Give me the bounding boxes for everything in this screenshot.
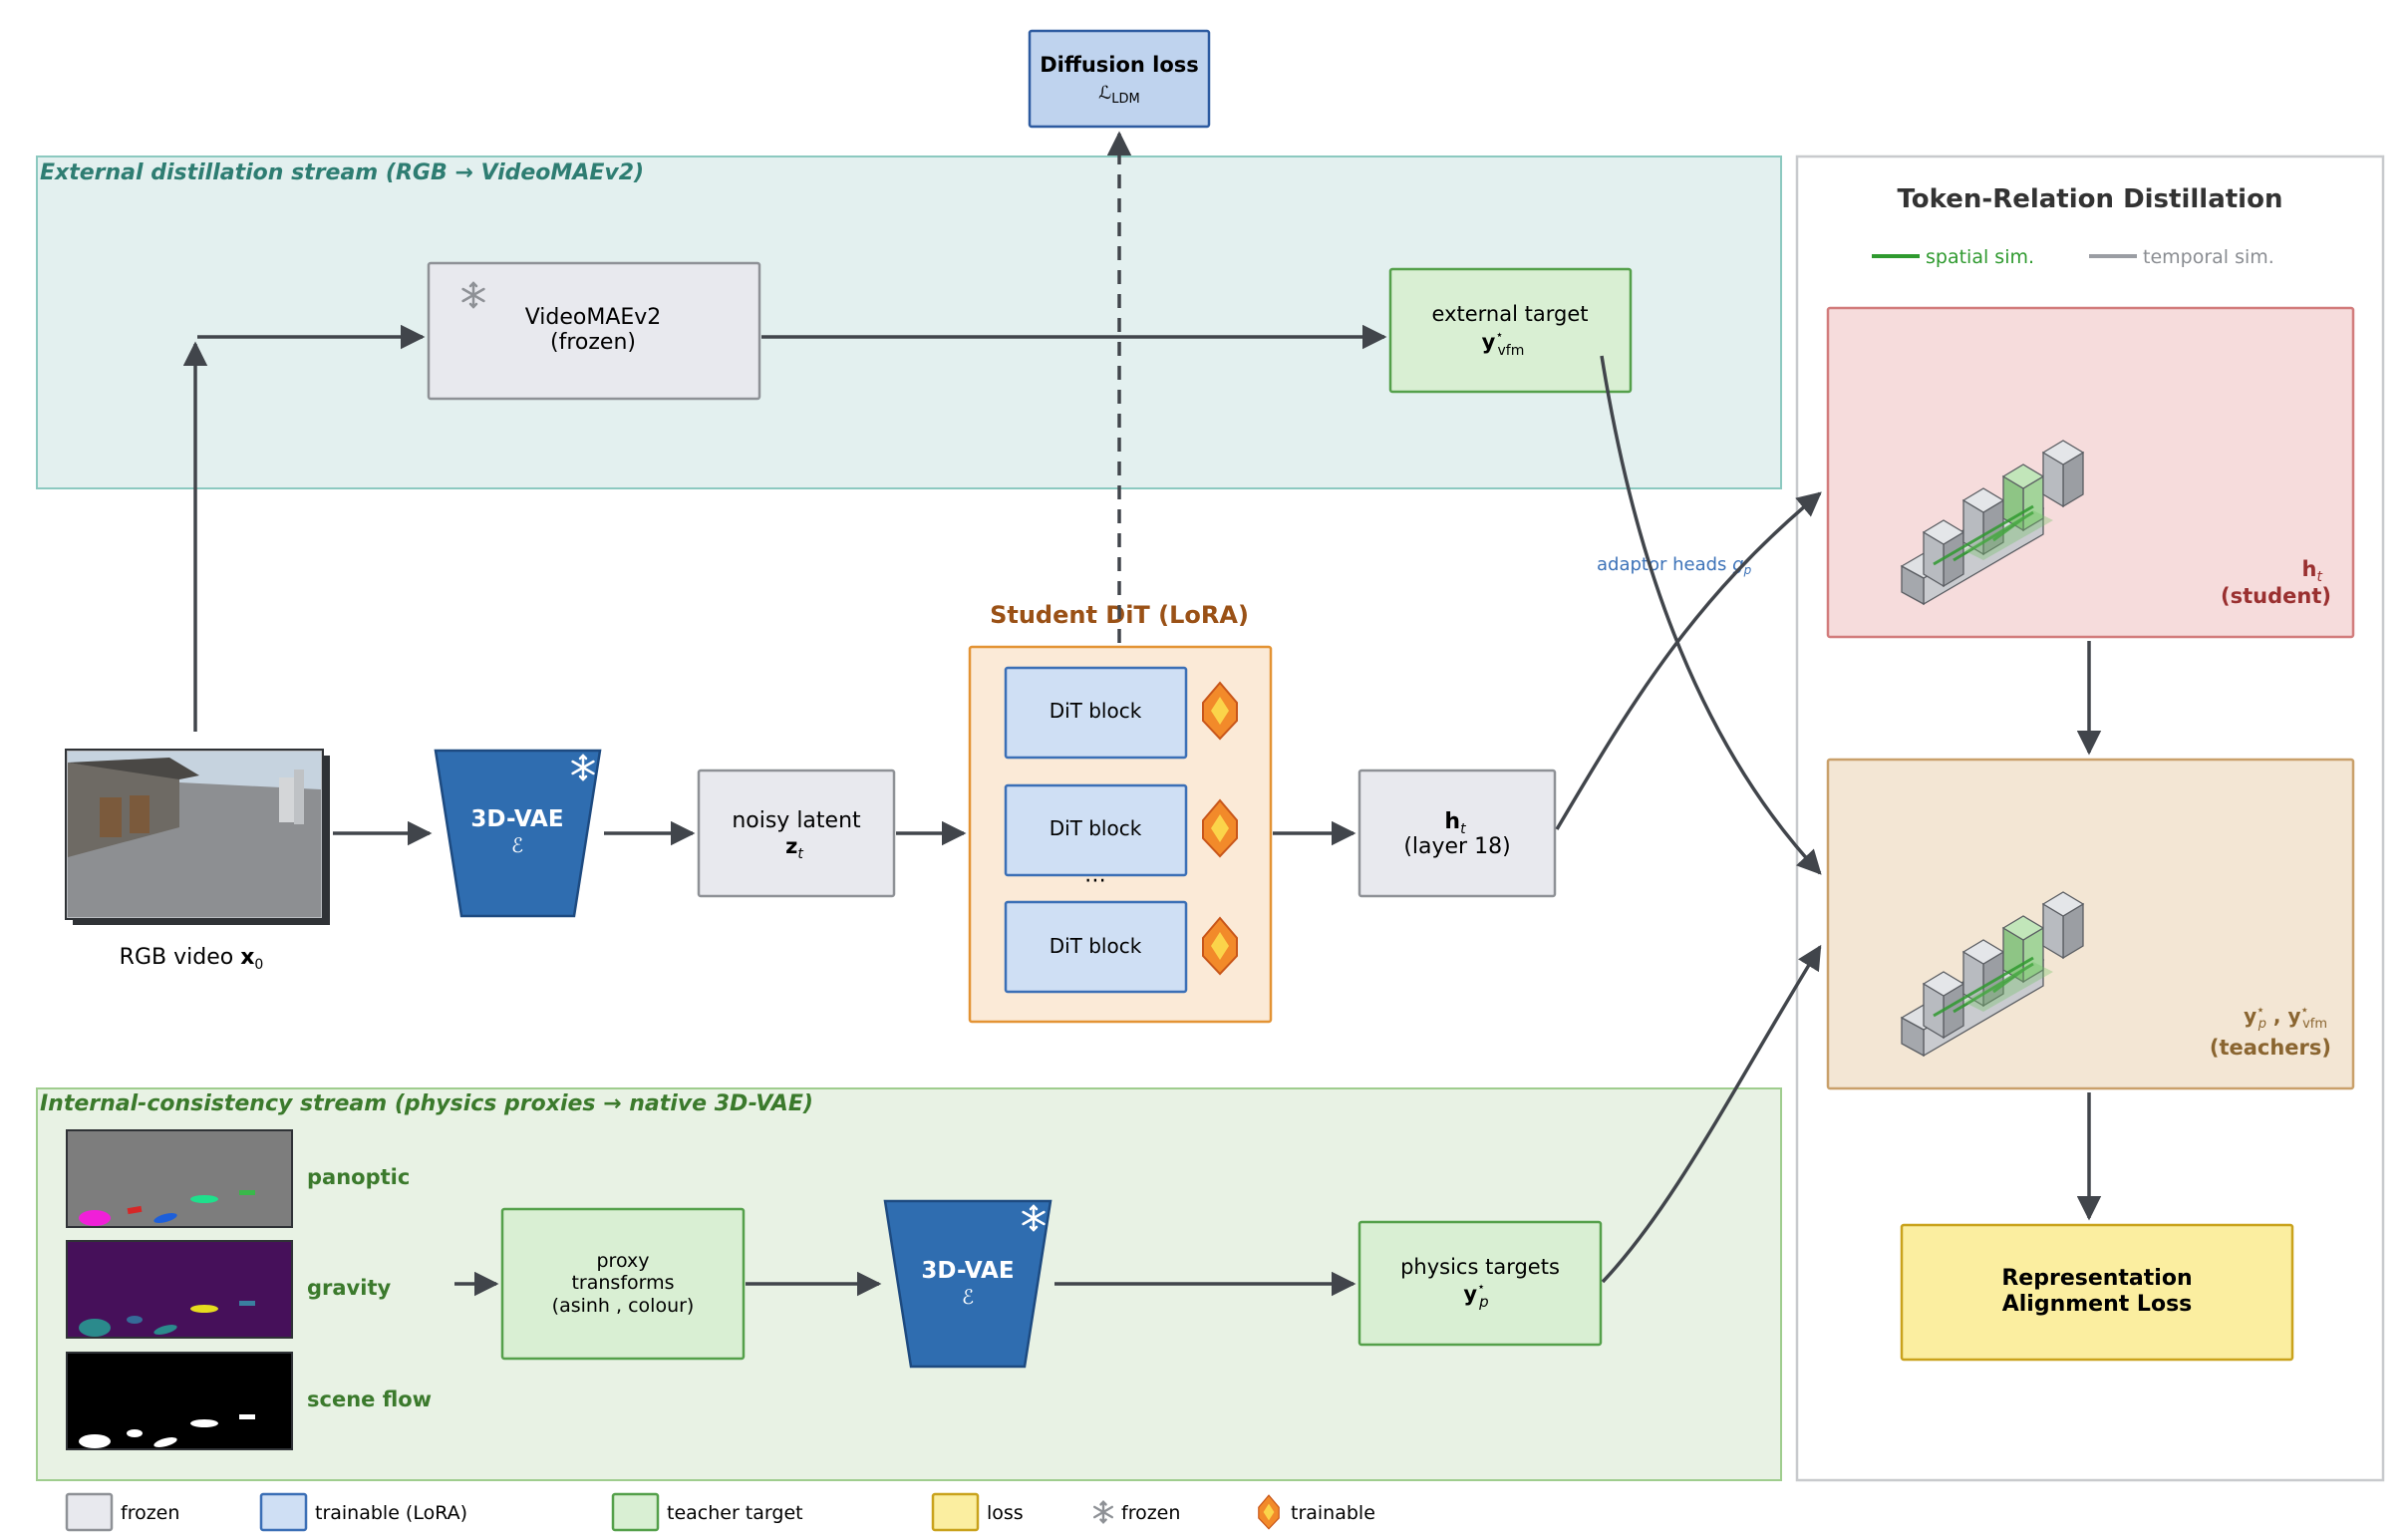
physics-targets-symbol: y⋆p	[1463, 1280, 1488, 1311]
proxy-transforms-box	[500, 1207, 746, 1361]
legend-swatch-loss	[931, 1492, 980, 1532]
teachers-label: (teachers)	[2210, 1036, 2331, 1060]
physics-targets-box	[1357, 1220, 1603, 1347]
flame-icon	[1258, 1494, 1280, 1530]
legend-swatch-trainable	[259, 1492, 308, 1532]
representation-alignment-loss-box	[1900, 1223, 2294, 1362]
legend-swatch-teacher	[611, 1492, 660, 1532]
legend-label-teacher: teacher target	[667, 1502, 803, 1524]
legend-label-frozen-icon: frozen	[1121, 1502, 1180, 1524]
proxy-label-scene-flow: scene flow	[307, 1387, 432, 1411]
vae-top-title: 3D-VAE	[470, 806, 563, 832]
noisy-latent-box	[697, 769, 896, 898]
proxy-label-gravity: gravity	[307, 1276, 391, 1300]
vae-bottom-symbol: ℰ	[962, 1285, 974, 1309]
student-label: (student)	[2221, 584, 2331, 608]
external-target-label: external target	[1432, 302, 1589, 326]
dit-block-1	[1004, 666, 1188, 760]
physics-targets-label: physics targets	[1400, 1255, 1560, 1279]
legend-label-frozen: frozen	[121, 1502, 179, 1524]
adaptor-heads-label: adaptor heads gp	[1597, 554, 1752, 577]
hidden-state-symbol: ht	[1444, 809, 1466, 837]
noisy-latent-symbol: zt	[785, 834, 803, 862]
external-target-box	[1388, 267, 1633, 394]
gravity-thumbnail	[66, 1240, 293, 1339]
teachers-symbol: y⋆p , y⋆vfm	[2244, 1003, 2327, 1032]
dit-block-3	[1004, 900, 1188, 994]
proxy-transforms-line1: proxy	[597, 1250, 650, 1272]
legend-label-trainable: trainable (LoRA)	[315, 1502, 467, 1524]
internal-stream-title: Internal-consistency stream (physics pro…	[40, 1091, 813, 1116]
vae-bottom-title: 3D-VAE	[921, 1258, 1014, 1284]
arrow-physics-to-teacher-relation	[1601, 944, 1822, 1284]
hidden-state-box	[1357, 769, 1557, 898]
proxy-label-panoptic: panoptic	[307, 1165, 410, 1189]
snowflake-icon	[1092, 1500, 1114, 1524]
vae-top-symbol: ℰ	[511, 833, 523, 857]
ral-line2: Alignment Loss	[2002, 1292, 2193, 1317]
noisy-latent-label: noisy latent	[732, 808, 861, 833]
diffusion-loss-title: Diffusion loss	[1040, 53, 1199, 77]
rgb-video-caption: RGB video x0	[120, 945, 264, 973]
legend: frozen trainable (LoRA) teacher target l…	[65, 1492, 1375, 1532]
dit-ellipsis: ⋯	[1084, 868, 1106, 893]
panoptic-thumbnail	[66, 1129, 293, 1228]
diffusion-loss-symbol: ℒLDM	[1098, 83, 1139, 107]
proxy-transforms-line2: transforms	[571, 1272, 674, 1294]
videomae-sublabel: (frozen)	[550, 330, 636, 355]
proxy-transforms-line3: (asinh , colour)	[552, 1295, 695, 1317]
dit-block-3-label: DiT block	[1050, 934, 1142, 958]
diffusion-loss-box	[1028, 29, 1211, 129]
legend-label-loss: loss	[987, 1502, 1024, 1524]
ral-line1: Representation	[2001, 1266, 2192, 1291]
vae-encoder-bottom	[883, 1199, 1053, 1369]
legend-swatch-frozen	[65, 1492, 114, 1532]
legend-label-trainable-icon: trainable	[1291, 1502, 1375, 1524]
arrow-target-to-teacher-relation	[1600, 355, 1822, 875]
vae-encoder-top	[434, 749, 602, 918]
scene-flow-thumbnail	[66, 1352, 293, 1450]
dit-block-1-label: DiT block	[1050, 699, 1142, 723]
dit-block-2	[1004, 783, 1188, 877]
hidden-state-layer: (layer 18)	[1403, 834, 1510, 859]
videomae-box	[427, 261, 761, 401]
trd-title: Token-Relation Distillation	[1898, 184, 2283, 214]
arrow-hidden-to-student-relation	[1555, 491, 1822, 830]
videomae-label: VideoMAEv2	[525, 305, 662, 330]
external-stream-title: External distillation stream (RGB → Vide…	[40, 160, 644, 185]
rgb-video-thumbnail	[65, 749, 330, 925]
student-symbol: ht	[2302, 557, 2323, 585]
spatial-sim-label: spatial sim.	[1926, 246, 2034, 268]
temporal-sim-label: temporal sim.	[2143, 246, 2274, 268]
dit-block-2-label: DiT block	[1050, 816, 1142, 840]
external-target-symbol: y⋆vfm	[1482, 328, 1525, 359]
